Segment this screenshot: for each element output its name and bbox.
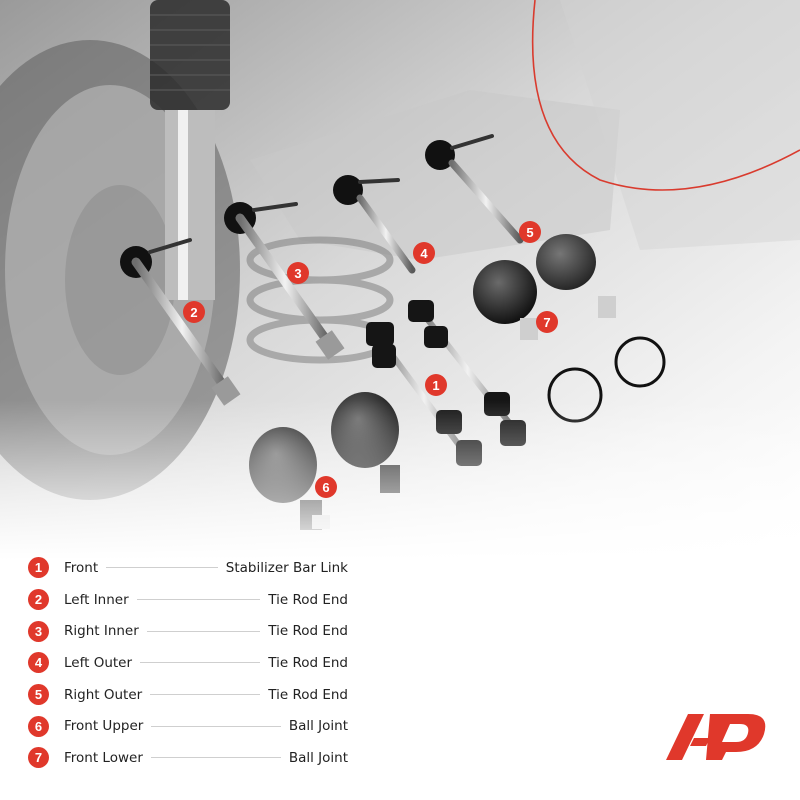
- legend-row: 4 Left Outer Tie Rod End: [28, 647, 348, 679]
- legend-part: Tie Rod End: [268, 623, 348, 640]
- callout-1: 1: [425, 374, 447, 396]
- legend-row: 7 Front Lower Ball Joint: [28, 742, 348, 774]
- svg-text:3: 3: [294, 266, 301, 281]
- shock-boot: [150, 0, 230, 110]
- legend-position: Front Lower: [64, 749, 143, 766]
- legend-part: Ball Joint: [288, 749, 348, 766]
- tie-rod-right-outer: [425, 134, 524, 244]
- callout-3: 3: [287, 262, 309, 284]
- legend-number: 5: [28, 684, 49, 706]
- tie-rod-left-outer: [333, 175, 416, 274]
- legend-leader-line: [151, 725, 281, 727]
- legend-part: Ball Joint: [288, 718, 348, 735]
- svg-text:1: 1: [432, 378, 439, 393]
- legend-part: Tie Rod End: [268, 591, 348, 608]
- legend-leader-line: [140, 662, 261, 664]
- suspension-photo: 1 2 3 4 5 6 7: [0, 0, 800, 560]
- legend-position: Front: [64, 559, 99, 576]
- svg-text:5: 5: [526, 225, 533, 240]
- legend-number: 3: [28, 620, 49, 642]
- legend-leader-line: [146, 630, 261, 632]
- svg-text:7: 7: [543, 315, 550, 330]
- a-premium-logo-icon: [666, 714, 766, 760]
- callout-7: 7: [536, 311, 558, 333]
- legend-number: 4: [28, 652, 49, 674]
- tie-rod-right-inner: [224, 202, 345, 360]
- svg-text:4: 4: [420, 246, 428, 261]
- legend-number: 7: [28, 747, 49, 769]
- svg-text:6: 6: [322, 480, 329, 495]
- legend-number: 6: [28, 715, 49, 737]
- callout-5: 5: [519, 221, 541, 243]
- legend-row: 5 Right Outer Tie Rod End: [28, 679, 348, 711]
- legend-position: Left Inner: [64, 591, 129, 608]
- legend-number: 2: [28, 589, 49, 611]
- legend-row: 1 Front Stabilizer Bar Link: [28, 552, 348, 584]
- snap-ring-b: [614, 336, 666, 388]
- legend-leader-line: [150, 757, 281, 759]
- legend-leader-line: [150, 694, 261, 696]
- legend-number: 1: [28, 557, 49, 579]
- legend-leader-line: [136, 599, 261, 601]
- parts-legend: 1 Front Stabilizer Bar Link 2 Left Inner…: [28, 552, 348, 774]
- legend-row: 3 Right Inner Tie Rod End: [28, 615, 348, 647]
- legend-leader-line: [106, 567, 218, 569]
- callout-4: 4: [413, 242, 435, 264]
- legend-part: Tie Rod End: [268, 654, 348, 671]
- legend-part: Tie Rod End: [268, 686, 348, 703]
- legend-row: 2 Left Inner Tie Rod End: [28, 584, 348, 616]
- svg-text:2: 2: [190, 305, 197, 320]
- legend-position: Right Outer: [64, 686, 143, 703]
- ball-joint-lower-b: [536, 234, 616, 318]
- callout-6: 6: [315, 476, 337, 498]
- ball-joint-lower-a: [473, 260, 538, 340]
- legend-row: 6 Front Upper Ball Joint: [28, 710, 348, 742]
- legend-position: Front Upper: [64, 718, 144, 735]
- legend-position: Left Outer: [64, 654, 133, 671]
- callout-2: 2: [183, 301, 205, 323]
- legend-position: Right Inner: [64, 623, 139, 640]
- legend-part: Stabilizer Bar Link: [225, 559, 348, 576]
- tie-rod-left-inner: [120, 238, 241, 406]
